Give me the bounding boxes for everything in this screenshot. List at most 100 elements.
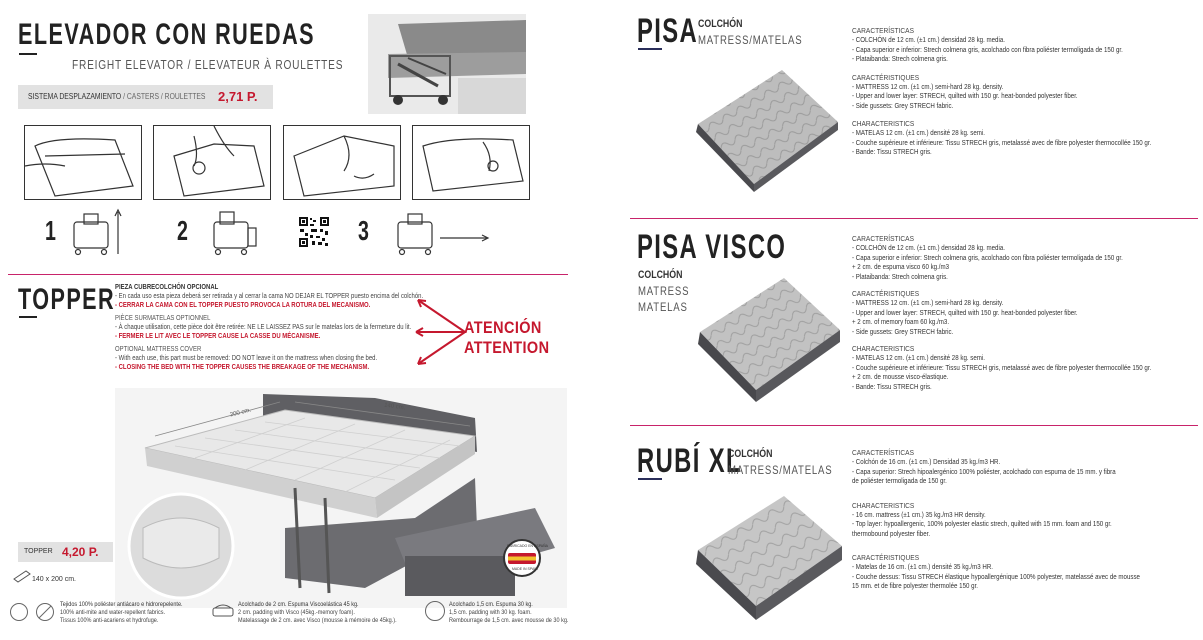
- step-drawing-1: [24, 125, 142, 200]
- product-pisa-underline: [638, 48, 662, 50]
- attention-text-es: ATENCIÓN: [464, 318, 542, 337]
- specs-fr-line: - Bande: Tissu STRECH gris.: [852, 149, 932, 156]
- specs-fr-line: + 2 cm. de mousse visco-élastique.: [852, 374, 949, 381]
- step-number-1: 1: [45, 215, 56, 246]
- product-pisa: PISA COLCHÓN MATRESS/MATELAS CARACTERÍST…: [600, 0, 1203, 218]
- chair-icon-roll: [392, 208, 492, 263]
- feature-text-3: Acolchado 1,5 cm. Espuma 30 kg. 1,5 cm. …: [449, 601, 569, 624]
- left-separator: [8, 274, 568, 275]
- attention-arrows: [410, 292, 470, 377]
- specs-fr-heading: CHARACTERISTICS: [852, 344, 915, 353]
- specs-fr-line: - Couche dessus: Tissu STRECH élastique …: [852, 573, 1140, 581]
- topper-title: TOPPER: [18, 283, 116, 316]
- topper-notes: PIEZA CUBRECOLCHÓN OPCIONAL - En cada us…: [115, 283, 423, 372]
- elevator-photo: [368, 14, 526, 114]
- specs-fr-line: - Bande: Tissu STRECH gris.: [852, 383, 932, 391]
- badge-text-2: MADE IN SPAIN: [512, 567, 538, 571]
- feature-text-1: Tejidos 100% poliéster antiácaro e hidro…: [60, 601, 183, 624]
- product-pisa-visco-name: PISA VISCO: [637, 228, 787, 266]
- elevator-title-underline: [19, 53, 37, 55]
- product-pisa-visco-label-1: COLCHÓN: [638, 269, 683, 281]
- specs-fr-heading: CHARACTERISTICS: [852, 119, 915, 128]
- topper-size: 140 x 200 cm.: [32, 576, 76, 583]
- specs-es-line: - Capa superior: Strech hipoalergénico 1…: [852, 468, 1116, 476]
- step-number-3: 3: [358, 215, 369, 246]
- product-rubi-xl: RUBÍ XL COLCHÓN MATRESS/MATELAS CARACTER…: [600, 428, 1203, 640]
- specs-en-line: - Side gussets: Grey STRECH fabric.: [852, 328, 954, 336]
- step-number-2: 2: [177, 215, 188, 246]
- specs-es-line: - Capa superior e inferior: Strech colme…: [852, 46, 1123, 54]
- feature-visco-icon: [212, 602, 234, 618]
- topper-title-underline: [19, 316, 37, 318]
- elevator-title: ELEVADOR CON RUEDAS: [18, 18, 315, 51]
- topper-line-en: - With each use, this part must be remov…: [115, 355, 378, 362]
- product-pisa-mattress-image: [690, 62, 840, 192]
- specs-en-line: - Upper and lower layer: STRECH, quilted…: [852, 309, 1078, 317]
- elevator-subtitle: FREIGHT ELEVATOR / ELEVATEUR À ROULETTES: [72, 57, 344, 72]
- right-page: PISA COLCHÓN MATRESS/MATELAS CARACTERÍST…: [600, 0, 1203, 640]
- specs-es-line: - COLCHÓN de 12 cm. (±1 cm.) densidad 28…: [852, 245, 1005, 252]
- right-separator-1: [630, 218, 1198, 219]
- feature-water-repellent-icon: [36, 603, 54, 621]
- specs-es-heading: CARACTERÍSTICAS: [852, 448, 914, 457]
- system-label: SISTEMA DESPLAZAMIENTO / CASTERS / ROULE…: [28, 92, 206, 101]
- product-pisa-visco-mattress-image: [692, 270, 842, 405]
- topper-price: 4,20 P.: [62, 545, 99, 559]
- specs-es-line: - COLCHÓN de 12 cm. (±1 cm.) densidad 28…: [852, 37, 1005, 44]
- product-rubi-xl-specs: CARACTERÍSTICAS - Colchón de 16 cm. (±1 …: [852, 448, 1156, 592]
- specs-fr-line: 15 mm. et de fibre polyester thermolée 1…: [852, 583, 979, 590]
- specs-en-line: - Upper and lower layer: STRECH, quilted…: [852, 93, 1078, 100]
- specs-fr-line: - MATELAS 12 cm. (±1 cm.) densité 28 kg.…: [852, 130, 986, 137]
- badge-text-1: FABRICADO EN ESPAÑA: [507, 544, 548, 548]
- topper-heading-es: PIEZA CUBRECOLCHÓN OPCIONAL: [115, 284, 219, 291]
- specs-en-line: - MATTRESS 12 cm. (±1 cm.) semi-hard 28 …: [852, 300, 1004, 307]
- topper-line-fr: - À chaque utilisation, cette pièce doit…: [115, 324, 412, 331]
- specs-en-line: - 16 cm. mattress (±1 cm.) 35 kg./m3 HR …: [852, 511, 986, 519]
- feature-foam-icon: [425, 601, 445, 621]
- right-separator-2: [630, 425, 1198, 426]
- topper-heading-en: OPTIONAL MATTRESS COVER: [115, 346, 202, 353]
- product-pisa-label-2: MATRESS/MATELAS: [698, 33, 803, 47]
- attention-text-en: ATTENTION: [464, 338, 550, 357]
- feature-text-2: Acolchado de 2 cm. Espuma Viscoelástica …: [238, 601, 397, 624]
- topper-heading-fr: PIÈCE SURMATELAS OPTIONNEL: [115, 315, 211, 322]
- product-rubi-xl-underline: [638, 478, 662, 480]
- specs-es-line: - Capa superior e inferior: Strech colme…: [852, 254, 1123, 262]
- specs-fr-heading: CARACTÉRISTIQUES: [852, 553, 920, 562]
- specs-fr-line: - Couche supérieure et inférieure: Tissu…: [852, 139, 1152, 147]
- specs-es-line: + 2 cm. de espuma visco 60 kg./m3: [852, 264, 950, 271]
- specs-en-line: - MATTRESS 12 cm. (±1 cm.) semi-hard 28 …: [852, 83, 1004, 91]
- specs-en-line: - Side gussets: Grey STRECH fabric.: [852, 102, 954, 110]
- specs-fr-line: - MATELAS 12 cm. (±1 cm.) densité 28 kg.…: [852, 355, 986, 362]
- specs-en-line: - Top layer: hypoallergenic, 100% polyes…: [852, 521, 1112, 528]
- size-icon: [12, 569, 32, 583]
- product-pisa-name: PISA: [637, 12, 699, 50]
- specs-fr-line: - Matelas de 16 cm. (±1 cm.) densité 35 …: [852, 564, 994, 571]
- specs-en-heading: CARACTÉRISTIQUES: [852, 72, 920, 82]
- topper-price-label: TOPPER: [24, 548, 53, 555]
- step-drawing-3: [283, 125, 401, 200]
- left-page: ELEVADOR CON RUEDAS FREIGHT ELEVATOR / E…: [0, 0, 600, 640]
- specs-en-heading: CARACTÉRISTIQUES: [852, 289, 920, 298]
- specs-es-line: - Plataibanda: Strech colmena gris.: [852, 56, 948, 63]
- product-pisa-visco-label-2: MATRESS: [638, 284, 690, 298]
- product-rubi-xl-label-1: COLCHÓN: [728, 448, 773, 460]
- topper-warning-en: - CLOSING THE BED WITH THE TOPPER CAUSES…: [115, 364, 370, 371]
- specs-es-line: - Colchón de 16 cm. (±1 cm.) Densidad 35…: [852, 459, 1001, 466]
- topper-price-bar: TOPPER 4,20 P.: [18, 542, 113, 562]
- product-rubi-xl-name: RUBÍ XL: [637, 442, 742, 480]
- feature-anti-mite-icon: [10, 603, 28, 621]
- specs-es-line: de poliéster termoligada de 150 gr.: [852, 478, 947, 485]
- product-rubi-xl-label-2: MATRESS/MATELAS: [728, 463, 833, 477]
- specs-en-heading: CHARACTERISTICS: [852, 500, 915, 510]
- product-pisa-label-1: COLCHÓN: [698, 18, 743, 30]
- specs-en-line: + 2 cm. of memory foam 60 kg./m3.: [852, 319, 950, 326]
- product-pisa-specs: CARACTERÍSTICAS - COLCHÓN de 12 cm. (±1 …: [852, 26, 1156, 158]
- specs-es-line: - Plataibanda: Strech colmena gris.: [852, 273, 948, 281]
- made-in-spain-badge: FABRICADO EN ESPAÑA MADE IN SPAIN: [503, 539, 548, 577]
- qr-code-icon[interactable]: [298, 216, 330, 248]
- specs-fr-line: - Couche supérieure et inférieure: Tissu…: [852, 364, 1152, 372]
- step-drawing-2: [153, 125, 271, 200]
- sofa-bed-photo: [115, 388, 567, 608]
- topper-warning-fr: - FERMER LE LIT AVEC LE TOPPER CAUSE LA …: [115, 333, 321, 340]
